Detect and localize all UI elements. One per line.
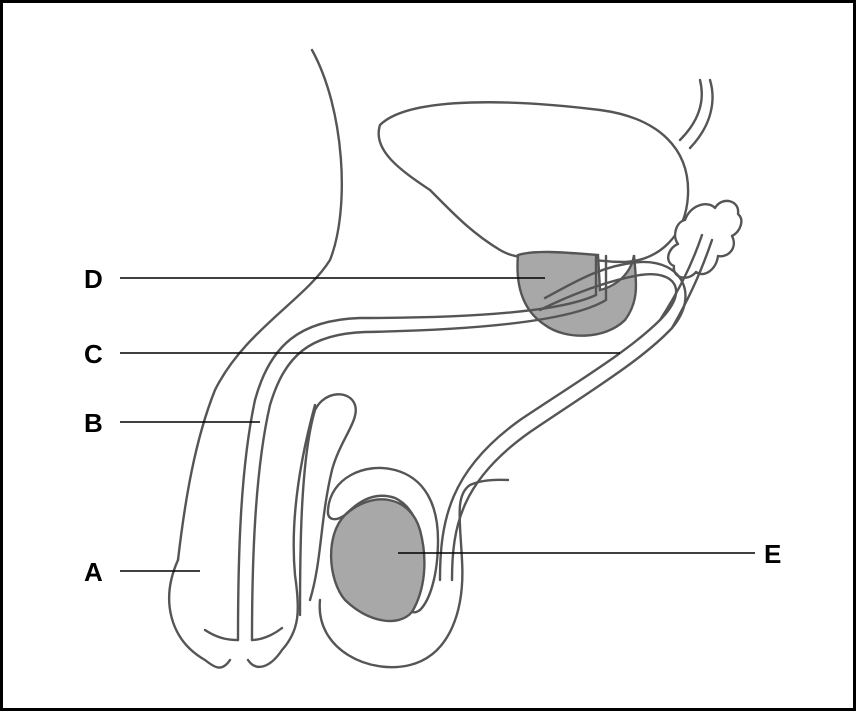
urethral-opening bbox=[205, 628, 282, 640]
testis bbox=[331, 499, 424, 621]
label-c: C bbox=[84, 339, 103, 369]
label-b: B bbox=[84, 408, 103, 438]
bladder bbox=[379, 102, 688, 262]
label-e: E bbox=[764, 539, 781, 569]
ureter bbox=[680, 80, 713, 148]
penis-outline bbox=[169, 405, 315, 668]
label-d: D bbox=[84, 264, 103, 294]
label-a: A bbox=[84, 557, 103, 587]
abdominal-wall-outline bbox=[178, 50, 342, 560]
